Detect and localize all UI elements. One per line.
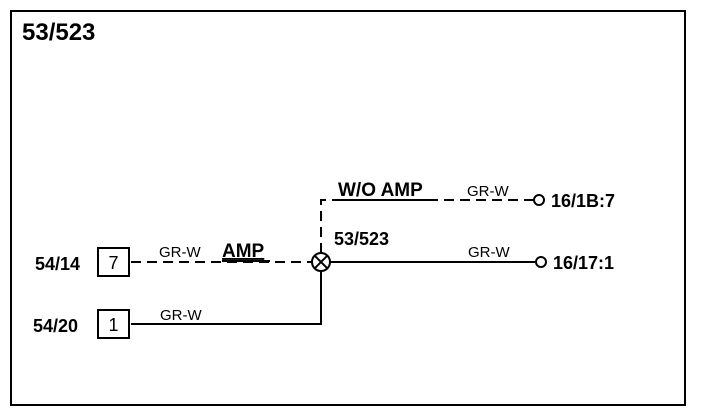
terminal-main-icon	[535, 256, 547, 268]
connector-ref-54-20: 54/20	[33, 316, 78, 336]
terminal-upper-label: 16/1B:7	[551, 191, 615, 211]
wire-color-upper: GR-W	[467, 183, 509, 200]
splice-label: 53/523	[334, 229, 389, 249]
option-label-amp: AMP	[222, 241, 265, 262]
wire-color-main: GR-W	[468, 244, 510, 261]
connector-pin-7: 7	[108, 253, 118, 273]
wire-color-left-top: GR-W	[159, 244, 201, 261]
connector-ref-54-14: 54/14	[35, 254, 80, 274]
connector-pin-box-1	[97, 309, 130, 339]
splice-icon	[311, 252, 331, 272]
terminal-main-label: 16/17:1	[553, 253, 614, 273]
wire-left-bottom-solid	[131, 271, 322, 325]
diagram-title: 53/523	[22, 19, 95, 46]
wire-without-amp-dashed	[320, 199, 533, 253]
connector-pin-box-7	[97, 247, 130, 277]
connector-pin-1: 1	[108, 315, 118, 335]
wire-color-left-bottom: GR-W	[160, 307, 202, 324]
option-label-without-amp: W/O AMP	[338, 180, 423, 201]
diagram-frame	[10, 10, 686, 406]
terminal-upper-icon	[533, 194, 545, 206]
